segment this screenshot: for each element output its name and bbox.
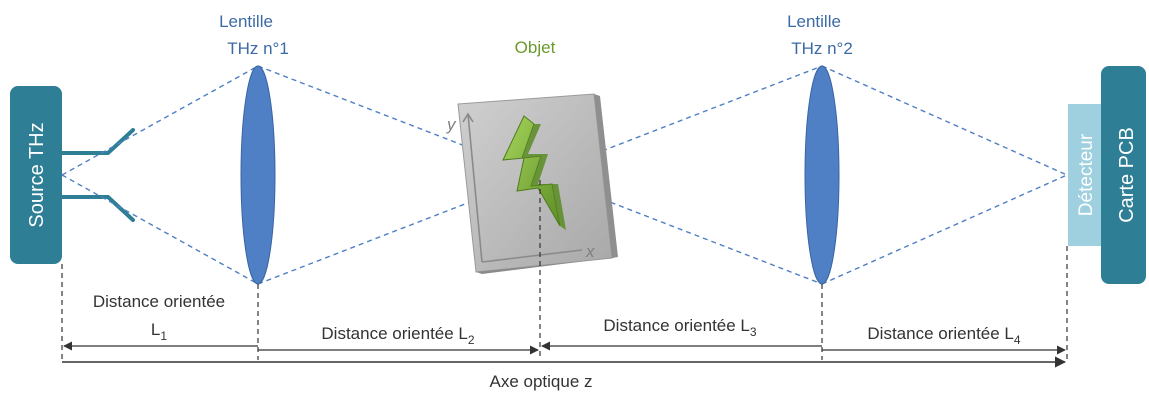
distance-arrows [62,341,1067,368]
detector-label: Détecteur [1076,133,1097,216]
lens-1 [240,65,276,285]
lens-1-label-line1: Lentille [219,12,273,31]
thz-source: Source THz [10,86,62,264]
lens-2-label-line1: Lentille [787,12,841,31]
lens-1-label-line2: THz n°1 [227,39,289,58]
axis-y-label: y [446,115,457,134]
distance-l1-label-line1: Distance orientée [93,292,225,311]
axis-x-label: x [585,242,595,261]
lens-2-label-line2: THz n°2 [791,39,853,58]
distance-l2-label: Distance orientée L2 [321,324,474,347]
distance-l1-label-line2: L1 [151,320,167,343]
horn-antenna [60,128,135,222]
lens-2 [804,65,840,285]
thz-source-label: Source THz [26,122,48,227]
pcb-label: Carte PCB [1116,127,1138,223]
beam-paths [61,65,1068,285]
object-label: Objet [515,38,556,57]
detector: Détecteur [1068,104,1101,246]
distance-l3-label: Distance orientée L3 [603,316,756,339]
optical-axis-label: Axe optique z [489,372,592,391]
reference-lines [61,180,1068,360]
distance-l4-label: Distance orientée L4 [867,324,1020,347]
lightning-bolt-icon [502,115,566,230]
pcb-board: Carte PCB [1101,66,1146,284]
object-axes [462,112,583,263]
